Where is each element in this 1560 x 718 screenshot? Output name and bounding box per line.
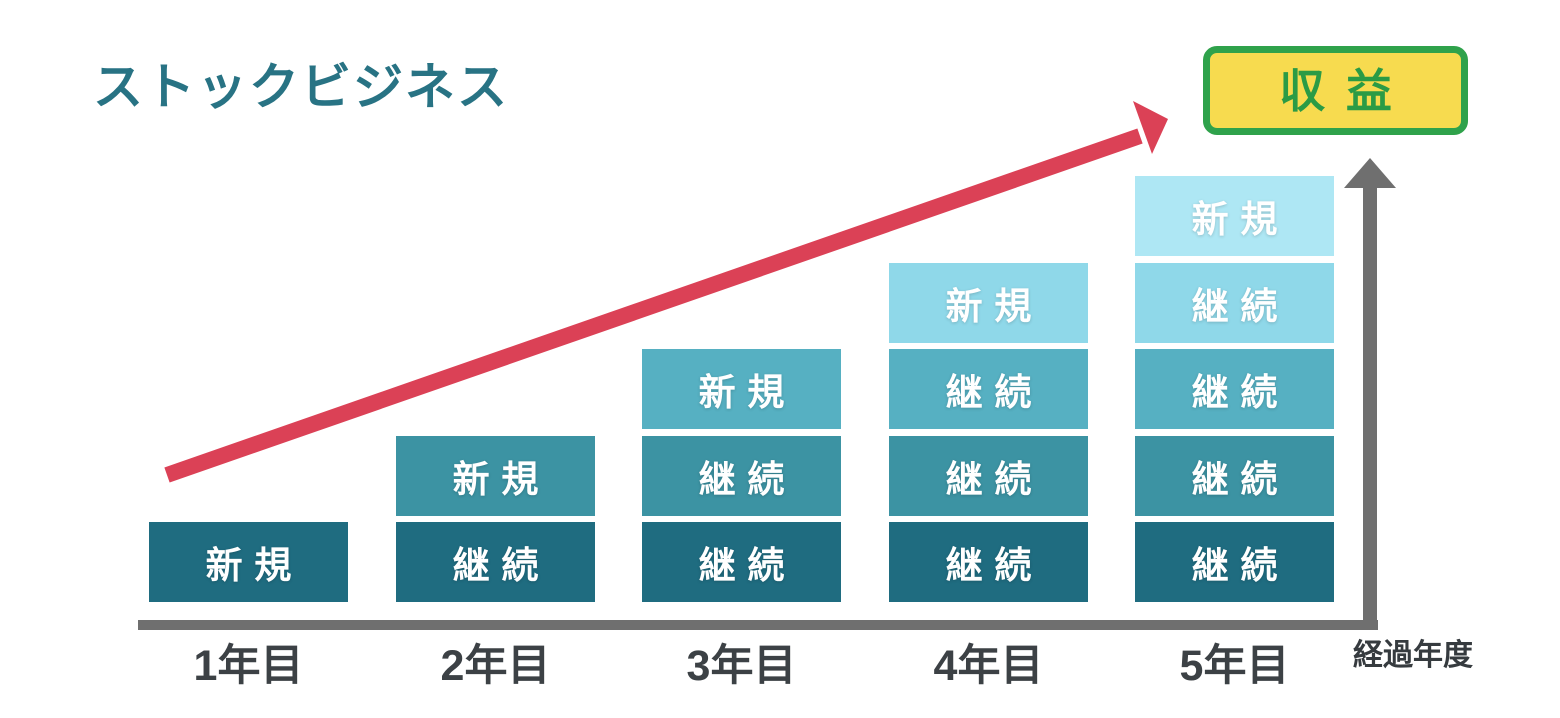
growth-arrow-head [1133,101,1168,154]
revenue-label: 収益 [1279,64,1413,117]
y-axis-line [1363,186,1377,630]
year-label: 4年目 [933,642,1044,690]
bar-block: 継続 [1135,263,1334,343]
bar-block: 新規 [1135,176,1334,256]
year-label: 5年目 [1179,642,1290,690]
bar-block: 継続 [889,522,1088,602]
x-axis-title: 経過年度 [1353,639,1473,672]
year-label: 3年目 [686,642,797,690]
bar-block: 新規 [889,263,1088,343]
year-label: 1年目 [193,642,304,690]
year-label: 2年目 [440,642,551,690]
bar-block: 継続 [396,522,595,602]
revenue-box: 収益 [1203,46,1468,135]
bar-block: 継続 [889,436,1088,516]
bar-block: 新規 [396,436,595,516]
bar-block: 継続 [642,522,841,602]
x-axis-line [138,620,1378,630]
bar-block: 継続 [1135,349,1334,429]
bar-block: 継続 [1135,436,1334,516]
bar-block: 継続 [1135,522,1334,602]
bar-block: 継続 [642,436,841,516]
bar-block: 新規 [642,349,841,429]
y-axis-arrow-icon [1344,158,1396,188]
bar-block: 継続 [889,349,1088,429]
bar-block: 新規 [149,522,348,602]
page-title: ストックビジネス [93,59,509,115]
